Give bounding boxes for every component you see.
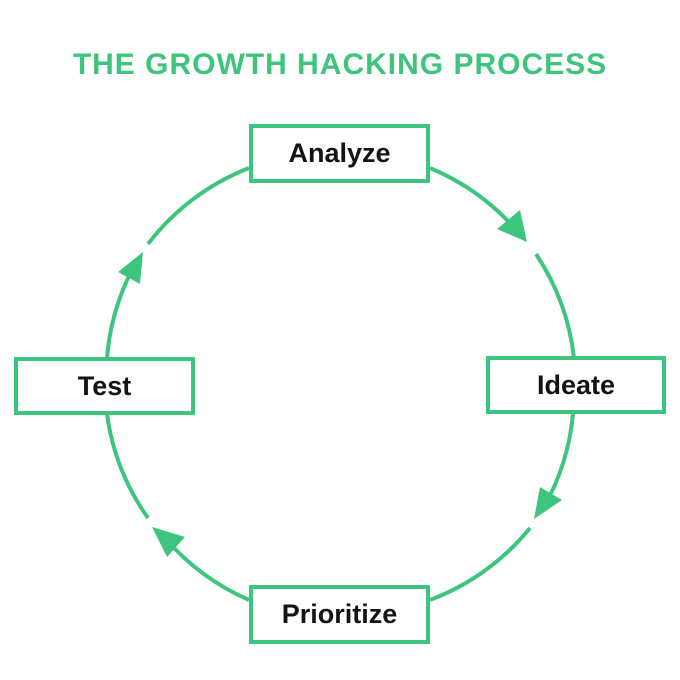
step-label: Prioritize xyxy=(281,599,398,629)
arrowhead-icon xyxy=(118,252,143,284)
step-ideate: Ideate xyxy=(486,356,666,414)
arrow-test-to-analyze xyxy=(105,267,135,359)
step-label: Ideate xyxy=(536,369,616,400)
arrowhead-icon xyxy=(497,210,527,242)
arc-segment xyxy=(429,526,532,602)
step-test: Test xyxy=(14,357,195,415)
arrow-analyze-to-ideate xyxy=(429,166,520,234)
arrowhead-icon xyxy=(152,527,185,557)
step-label: Test xyxy=(77,370,132,401)
step-label: Analyze xyxy=(288,138,391,168)
arrowhead-icon xyxy=(534,487,562,519)
diagram-title: THE GROWTH HACKING PROCESS xyxy=(72,48,608,81)
arrow-prioritize-to-test xyxy=(163,536,250,602)
arc-segment xyxy=(534,252,576,359)
step-prioritize: Prioritize xyxy=(249,585,430,644)
arc-segment xyxy=(146,166,250,246)
arc-segment xyxy=(105,413,150,520)
step-analyze: Analyze xyxy=(249,124,430,183)
